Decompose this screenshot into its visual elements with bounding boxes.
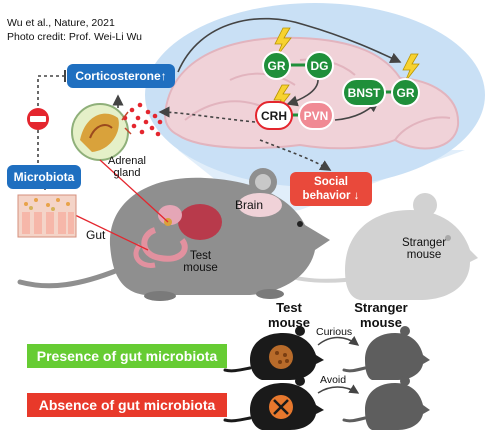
brain-label: Brain <box>235 198 264 212</box>
adrenal-gland-label: Adrenal gland <box>102 155 152 179</box>
legend-header-stranger-line1: Stranger <box>354 300 408 315</box>
node-bnst: BNST <box>342 78 386 107</box>
test-mouse-label-line2: mouse <box>183 262 218 274</box>
lightning-icon <box>274 27 292 57</box>
corticosterone-to-brain-arrow <box>177 17 402 73</box>
adrenal-zoom-line <box>99 159 169 223</box>
avoid-arrow <box>317 384 360 394</box>
node-crh: CRH <box>255 101 293 130</box>
legend-test-mouse-presence <box>223 326 324 380</box>
stranger-mouse-illustration <box>283 193 478 300</box>
mouse-brain <box>238 193 282 217</box>
citation: Wu et al., Nature, 2021 <box>7 17 115 29</box>
brain-to-social-arrow <box>259 139 332 171</box>
gut-villi-illustration <box>17 194 77 238</box>
legend-header-stranger-line2: mouse <box>360 315 402 330</box>
social-behavior-line2: behavior ↓ <box>302 190 360 202</box>
inhibition-loop-top <box>37 75 65 108</box>
dg-to-crh-arrow <box>286 79 319 107</box>
adrenal-gland-label-line1: Adrenal <box>108 155 146 167</box>
pvn-to-adrenal-arrow <box>158 106 256 123</box>
node-pvn: PVN <box>298 101 334 130</box>
adrenal-gland-illustration <box>71 103 129 161</box>
stranger-mouse-label-line2: mouse <box>406 249 442 261</box>
node-gr-right: GR <box>391 78 420 107</box>
gut-zoom-line <box>74 214 149 251</box>
stranger-mouse-label-line1: Stranger <box>401 237 447 249</box>
curious-label: Curious <box>316 326 353 338</box>
node-gr-left: GR <box>262 51 291 80</box>
corticosterone-label: Corticosterone <box>75 69 161 83</box>
adrenal-vessels <box>121 111 132 135</box>
legend-stranger-mouse-presence <box>342 326 430 380</box>
test-mouse-label-line1: Test <box>189 250 212 262</box>
legend-test-mouse-absence <box>223 376 324 430</box>
avoid-label: Avoid <box>320 374 347 386</box>
microbiota-box: Microbiota <box>7 165 81 189</box>
mouse-organs <box>133 204 222 268</box>
legend-header-test: Test mouse <box>263 300 315 330</box>
legend-header-test-line2: mouse <box>268 315 310 330</box>
legend-header-stranger: Stranger mouse <box>346 300 416 330</box>
photo-credit: Photo credit: Prof. Wei-Li Wu <box>7 31 142 43</box>
legend-stranger-mouse-absence <box>342 376 430 430</box>
corticosterone-increase-arrow: ↑ <box>160 69 167 83</box>
absence-band: Absence of gut microbiota <box>27 393 227 417</box>
test-mouse-label: Test mouse <box>178 250 223 274</box>
curious-arrow <box>317 335 360 346</box>
social-behavior-line1: Social <box>314 176 348 188</box>
presence-band: Presence of gut microbiota <box>27 344 227 368</box>
inhibit-icon <box>27 108 49 130</box>
gut-label: Gut <box>86 228 106 242</box>
stranger-mouse-label: Stranger mouse <box>396 237 452 261</box>
legend-header-test-line1: Test <box>276 300 302 315</box>
adrenal-gland-label-line2: gland <box>113 167 141 179</box>
lightning-icon <box>402 53 420 83</box>
corticosterone-box: Corticosterone↑ <box>67 64 175 88</box>
social-behavior-box: Social behavior ↓ <box>290 172 372 206</box>
node-dg: DG <box>305 51 334 80</box>
